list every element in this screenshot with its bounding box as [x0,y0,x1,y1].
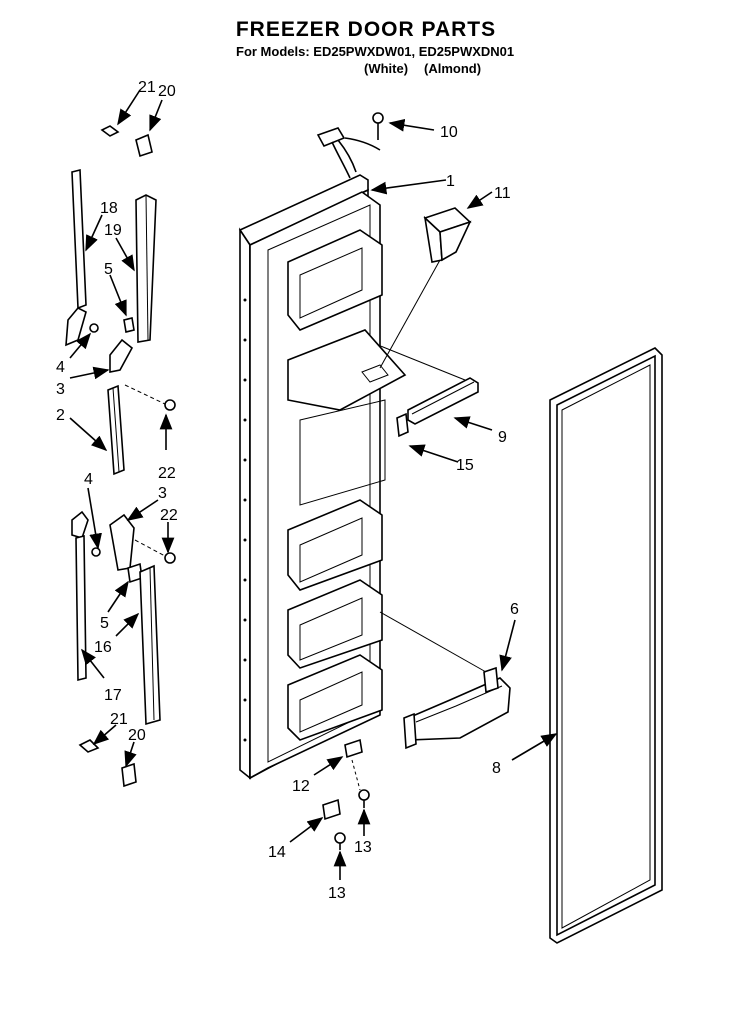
callout-12: 12 [292,778,310,795]
door-gasket [549,347,663,944]
callout-17: 17 [104,687,122,704]
callout-9: 9 [498,429,507,446]
page-title: FREEZER DOOR PARTS [235,18,497,41]
callout-3: 3 [158,485,167,502]
wire-harness [316,112,384,179]
callout-11: 11 [494,185,511,202]
callout-10: 10 [440,124,458,141]
callout-4: 4 [84,471,93,488]
callout-4: 4 [56,359,65,376]
callout-20: 20 [158,83,176,100]
callout-16: 16 [94,639,112,656]
callout-2: 2 [56,407,65,424]
color-white: (White) [364,61,409,76]
callout-22: 22 [158,465,176,482]
callout-14: 14 [268,844,286,861]
callout-labels: 1 2 3 3 4 4 5 5 6 8 9 10 11 12 13 13 14 … [56,79,519,902]
callout-3: 3 [56,381,65,398]
callout-21: 21 [110,711,128,728]
rail-bracket [377,344,479,438]
callout-15: 15 [456,457,474,474]
callout-13: 13 [354,839,372,856]
callout-21: 21 [138,79,156,96]
hinge-parts [322,738,370,850]
callout-1: 1 [446,173,455,190]
callout-5: 5 [100,615,109,632]
callout-5: 5 [104,261,113,278]
freezer-door [238,174,407,780]
callout-13: 13 [328,885,346,902]
callout-22: 22 [160,507,178,524]
callout-8: 8 [492,760,501,777]
door-bin [379,611,511,750]
callout-19: 19 [104,222,122,239]
callout-18: 18 [100,200,118,217]
left-trim-parts [65,125,176,788]
callout-20: 20 [128,727,146,744]
dispenser-chute [379,207,472,369]
models-line: For Models: ED25PWXDW01, ED25PWXDN01 [236,44,515,59]
color-almond: (Almond) [424,61,482,76]
callout-6: 6 [510,601,519,618]
